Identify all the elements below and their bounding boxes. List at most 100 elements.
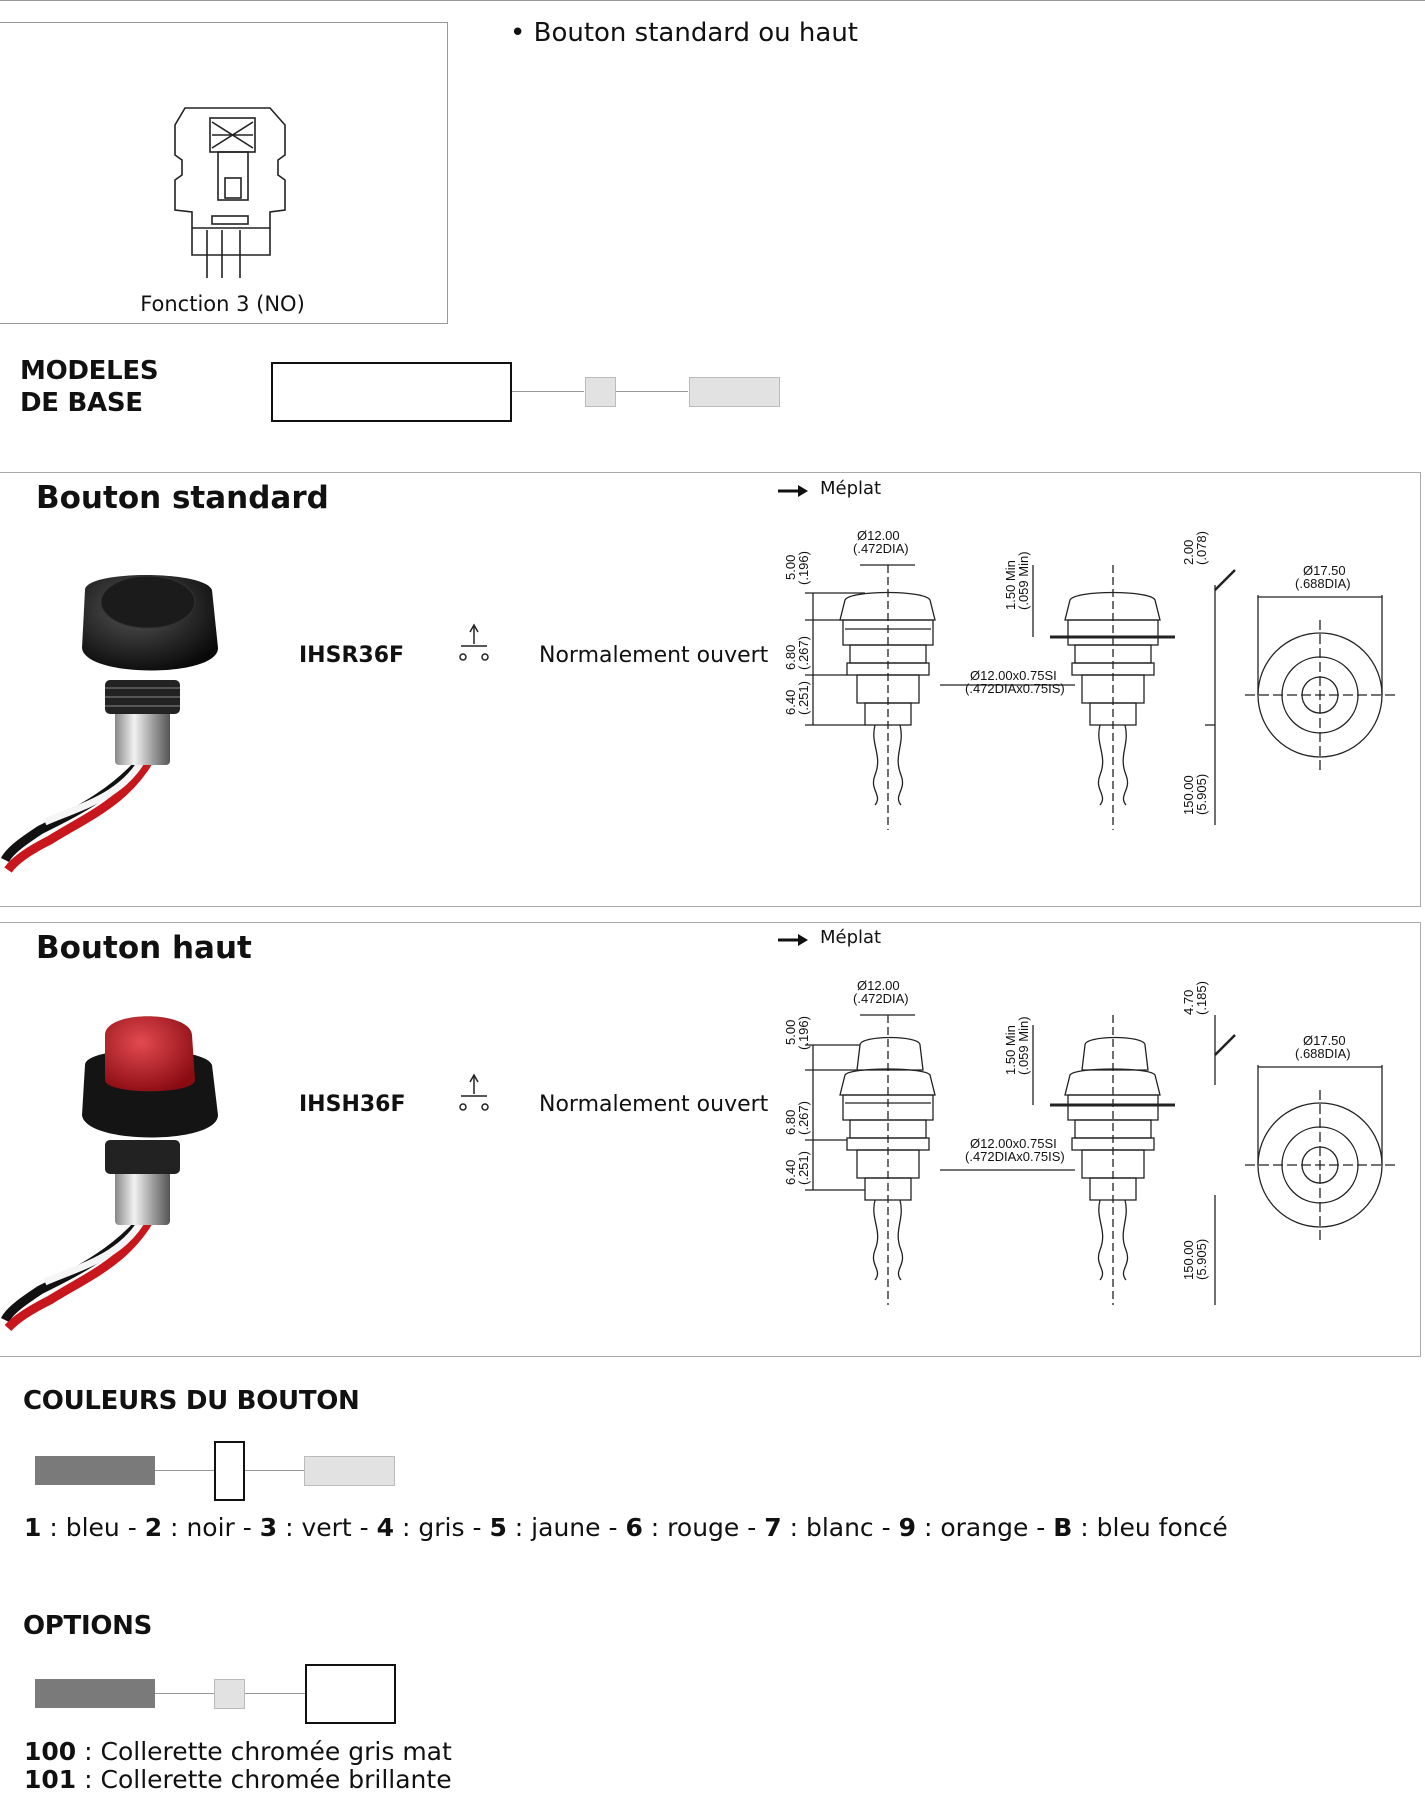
color-code: B [1053, 1513, 1073, 1542]
option-code-chip [689, 377, 780, 407]
dim-thread-in: (.472DIAx0.75IS) [965, 681, 1065, 696]
technical-drawing-standard: Ø12.00 (.472DIA) 5.00 (.196) 6.80 (.267)… [783, 528, 1395, 830]
code-connector [245, 1470, 305, 1471]
meplat-label: Méplat [820, 478, 882, 499]
option-code-box [305, 1664, 396, 1724]
color-code: 3 [259, 1513, 278, 1542]
dim-h3-in: (.251) [796, 1151, 811, 1185]
dim-panel-min-in: (.059 Min) [1016, 1016, 1031, 1075]
option-code: 101 [24, 1765, 77, 1794]
base-model-code-box [271, 362, 512, 422]
dim-h2: 6.80 [783, 645, 798, 670]
dim-h1: 5.00 [783, 555, 798, 580]
base-models-heading-line2: DE BASE [20, 388, 143, 418]
bullet-mark: • [510, 18, 526, 48]
option-code-chip [304, 1456, 395, 1486]
product-title: Bouton haut [36, 930, 252, 966]
color-name: bleu [65, 1513, 120, 1542]
dim-bezel-in: (.688DIA) [1295, 1046, 1351, 1061]
dim-wire-in: (5.905) [1194, 774, 1209, 815]
dim-cap-h: 4.70 [1181, 990, 1196, 1015]
function-label: Fonction 3 (NO) [140, 292, 305, 316]
color-code-chip [585, 377, 616, 407]
dim-dia-top: Ø12.00 [857, 528, 900, 543]
dim-h2: 6.80 [783, 1110, 798, 1135]
dim-wire: 150.00 [1181, 775, 1196, 815]
product-panel-standard [0, 472, 1421, 907]
code-connector [616, 391, 688, 392]
color-name: jaune [531, 1513, 601, 1542]
bullet-text: Bouton standard ou haut [533, 18, 858, 48]
option-item: 100 : Collerette chromée gris mat [24, 1737, 452, 1766]
color-code: 9 [898, 1513, 917, 1542]
no-contact-symbol-icon [459, 623, 489, 661]
color-code: 7 [764, 1513, 782, 1542]
dim-thread: Ø12.00x0.75SI [970, 1136, 1057, 1151]
dim-thread-in: (.472DIAx0.75IS) [965, 1149, 1065, 1164]
color-legend: 1 : bleu - 2 : noir - 3 : vert - 4 : gri… [24, 1513, 1228, 1542]
color-name: orange [940, 1513, 1029, 1542]
option-code: 100 [24, 1737, 77, 1766]
meplat-label: Méplat [820, 927, 882, 948]
product-panel-high [0, 922, 1421, 1357]
pushbutton-photo-black [0, 575, 218, 873]
dim-h1-in: (.196) [796, 551, 811, 585]
color-name: blanc [805, 1513, 874, 1542]
product-title: Bouton standard [36, 480, 329, 516]
technical-drawing-high: Ø12.00 (.472DIA) 5.00 (.196) 6.80 (.267)… [783, 978, 1395, 1305]
code-connector [512, 391, 584, 392]
dim-wire: 150.00 [1181, 1240, 1196, 1280]
meplat-arrow-icon [778, 485, 808, 497]
dim-h3: 6.40 [783, 690, 798, 715]
option-item: 101 : Collerette chromée brillante [24, 1765, 452, 1794]
dim-panel-min: 1.50 Min [1003, 560, 1018, 610]
dim-h2-in: (.267) [796, 636, 811, 670]
dim-h2-in: (.267) [796, 1101, 811, 1135]
dim-bezel: Ø17.50 [1303, 1033, 1346, 1048]
option-name: Collerette chromée brillante [100, 1765, 452, 1794]
base-code-chip [35, 1456, 155, 1485]
option-name: Collerette chromée gris mat [100, 1737, 452, 1766]
product-code: IHSR36F [299, 643, 405, 668]
color-code-box [214, 1441, 245, 1501]
dim-cap-h-in: (.078) [1194, 531, 1209, 565]
function-diagram-icon [174, 107, 286, 278]
dim-h1: 5.00 [783, 1020, 798, 1045]
dim-dia-top: Ø12.00 [857, 978, 900, 993]
code-connector [155, 1693, 215, 1694]
color-name: rouge [667, 1513, 740, 1542]
color-code: 2 [144, 1513, 163, 1542]
top-rule [0, 0, 1425, 1]
dim-dia-top-in: (.472DIA) [853, 541, 909, 556]
function-diagram-box [0, 22, 448, 324]
color-code: 5 [489, 1513, 507, 1542]
dim-cap-h-in: (.185) [1194, 981, 1209, 1015]
bullet-line: • Bouton standard ou haut [510, 18, 858, 48]
base-models-heading: MODELES DE BASE [20, 355, 159, 419]
color-name: vert [301, 1513, 352, 1542]
product-description: Normalement ouvert [539, 1092, 769, 1117]
code-connector [245, 1693, 305, 1694]
color-code-chip [214, 1679, 245, 1709]
code-connector [155, 1470, 215, 1471]
meplat-arrow-icon [778, 934, 808, 946]
color-code: 4 [376, 1513, 395, 1542]
dim-cap-h: 2.00 [1181, 540, 1196, 565]
color-name: noir [186, 1513, 235, 1542]
colors-heading: COULEURS DU BOUTON [23, 1386, 360, 1416]
base-models-heading-line1: MODELES [20, 356, 159, 386]
dim-panel-min-in: (.059 Min) [1016, 551, 1031, 610]
dim-h3-in: (.251) [796, 681, 811, 715]
options-list: 100 : Collerette chromée gris mat 101 : … [24, 1738, 452, 1794]
color-code: 6 [625, 1513, 643, 1542]
dim-h1-in: (.196) [796, 1016, 811, 1050]
color-name: gris [418, 1513, 465, 1542]
dim-wire-in: (5.905) [1194, 1239, 1209, 1280]
dim-thread: Ø12.00x0.75SI [970, 668, 1057, 683]
options-heading: OPTIONS [23, 1611, 153, 1641]
dim-dia-top-in: (.472DIA) [853, 991, 909, 1006]
no-contact-symbol-icon [459, 1073, 489, 1111]
dim-h3: 6.40 [783, 1160, 798, 1185]
dim-panel-min: 1.50 Min [1003, 1025, 1018, 1075]
pushbutton-photo-red [0, 1016, 218, 1332]
